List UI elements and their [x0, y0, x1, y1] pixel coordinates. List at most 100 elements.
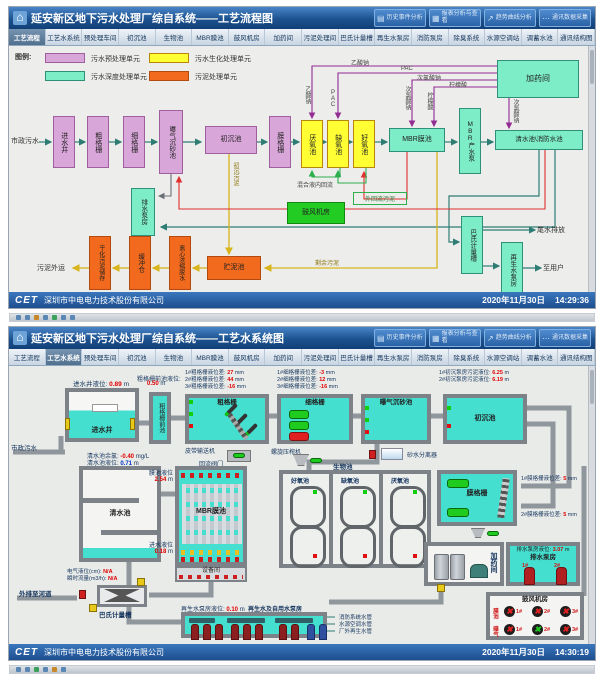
mbr-pump-box[interactable]: MBR产水泵 [459, 108, 481, 174]
tab-mbr[interactable]: MBR膜池 [192, 29, 229, 45]
home-icon[interactable]: ⌂ [13, 331, 27, 345]
screen-motor-icon[interactable] [447, 479, 469, 488]
coarse-screen-tank[interactable]: 粗格栅 [185, 394, 269, 444]
dosing-valve-icon[interactable] [437, 584, 445, 592]
anaerobic-box[interactable]: 厌氧池 [301, 120, 323, 168]
taskbar-icon[interactable] [70, 315, 75, 320]
inlet-well-box[interactable]: 进水井 [53, 116, 75, 168]
blower-room[interactable]: 鼓风机房 膜池 曝气 ✖1# ✖2# ✖3# ✖1# ✖2# ✖3# [486, 592, 584, 640]
return-valve-row[interactable] [181, 473, 243, 478]
coarse-screen-box[interactable]: 粗格栅 [87, 116, 109, 168]
blower-fan-icon[interactable]: ✖ [560, 624, 571, 635]
taskbar-icon[interactable] [52, 667, 57, 672]
screen-motor-icon[interactable] [289, 432, 309, 441]
selfuse-pump-icon[interactable] [319, 624, 327, 640]
tab-process-water[interactable]: 工艺水系统 [46, 29, 83, 45]
tab-process-flow[interactable]: 工艺流程 [9, 349, 46, 365]
clear-water-tank[interactable]: 清水池 [79, 466, 161, 562]
taskbar-icon[interactable] [16, 315, 21, 320]
anoxic-box[interactable]: 缺氧池 [327, 120, 349, 168]
fine-screen-box[interactable]: 细格栅 [123, 116, 145, 168]
tab-deodorize[interactable]: 除臭系统 [449, 349, 486, 365]
tab-hvac-station[interactable]: 水源空调站 [485, 29, 522, 45]
reclaim-pump-icon[interactable] [291, 624, 299, 640]
aerobic-box[interactable]: 好氧池 [353, 120, 375, 168]
chemical-tank-icon[interactable] [450, 554, 465, 580]
reclaim-pump-icon[interactable] [215, 624, 223, 640]
membrane-screen-tank[interactable]: 膜格栅 [437, 470, 517, 526]
tab-reclaim-pump[interactable]: 再生水泵房 [375, 29, 412, 45]
clear-tank-box[interactable]: 清水池\消防水池 [495, 130, 583, 150]
chemical-tank-icon[interactable] [434, 554, 449, 580]
comm-data-button[interactable]: ⋯通讯数据采集 [539, 9, 591, 27]
taskbar-icon[interactable] [25, 315, 30, 320]
taskbar-icon[interactable] [34, 315, 39, 320]
taskbar-icon[interactable] [16, 667, 21, 672]
sand-separator-icon[interactable] [381, 448, 403, 460]
primary-tank[interactable]: 初沉池 [443, 394, 527, 444]
reclaim-pump-icon[interactable] [231, 624, 239, 640]
tab-storage-pool[interactable]: 调蓄水池 [522, 29, 559, 45]
blower-fan-icon[interactable]: ✖ [504, 624, 515, 635]
fine-screen-tank[interactable]: 细格栅 [277, 394, 353, 444]
parshall-flume[interactable] [97, 585, 147, 607]
drain-pump-icon[interactable] [524, 567, 535, 585]
equipment-valve-row[interactable] [179, 575, 243, 579]
drain-valve-row[interactable] [181, 557, 243, 562]
equipment-room-box[interactable]: 设备间 [175, 566, 247, 582]
reclaim-pump-house[interactable] [181, 612, 327, 640]
reclaim-pump-icon[interactable] [255, 624, 263, 640]
tab-reclaim-pump[interactable]: 再生水泵房 [375, 349, 412, 365]
centrifuge-box[interactable]: 离心浓缩脱水 [169, 236, 191, 290]
tab-bio-tank[interactable]: 生物池 [156, 29, 193, 45]
taskbar-icon[interactable] [43, 667, 48, 672]
taskbar-icon[interactable] [43, 315, 48, 320]
trend-curve-button[interactable]: ↗趋势曲线分析 [484, 9, 536, 27]
tab-blower-room[interactable]: 鼓风机房 [229, 29, 266, 45]
sluice-gate[interactable] [92, 404, 118, 412]
buffer-silo-box[interactable]: 缓冲仓 [129, 236, 151, 290]
screen-motor-icon[interactable] [447, 508, 469, 517]
tab-primary-tank[interactable]: 初沉池 [119, 349, 156, 365]
tab-hvac-station[interactable]: 水源空调站 [485, 349, 522, 365]
inlet-gate-left[interactable] [65, 418, 70, 430]
inlet-gate-right[interactable] [130, 418, 135, 430]
press-motor-icon[interactable] [310, 458, 322, 463]
dosing-room-box[interactable]: 加药间 [497, 60, 579, 98]
primary-tank-box[interactable]: 初沉池 [205, 126, 257, 154]
scrollbar-thumb[interactable] [590, 370, 594, 404]
dry-storage-box[interactable]: 干化污泥储存 [89, 236, 111, 290]
scrollbar-thumb[interactable] [590, 50, 594, 84]
taskbar-icon[interactable] [61, 315, 66, 320]
tab-dosing-room[interactable]: 加药间 [265, 349, 302, 365]
permeate-valve-row[interactable] [181, 550, 243, 555]
flume-valve-icon[interactable] [89, 604, 97, 612]
taskbar-icon[interactable] [34, 667, 39, 672]
membrane-screen-box[interactable]: 膜格栅 [269, 116, 291, 168]
tab-pretreatment[interactable]: 预处理车间 [82, 349, 119, 365]
tab-blower-room[interactable]: 鼓风机房 [229, 349, 266, 365]
drain-pump-icon[interactable] [556, 567, 567, 585]
reclaim-pump-icon[interactable] [203, 624, 211, 640]
flume-valve-icon[interactable] [137, 578, 145, 586]
report-view-button[interactable]: ▦报表分析与查看 [429, 9, 481, 27]
dosing-pump-icon[interactable] [470, 564, 488, 578]
bio-tank[interactable]: 好氧池 缺氧池 厌氧池 [279, 470, 431, 568]
tab-parshall[interactable]: 巴氏计量槽 [339, 349, 376, 365]
report-view-button[interactable]: ▦报表分析与查看 [429, 329, 481, 347]
reclaim-pump-icon[interactable] [243, 624, 251, 640]
drain-pump-house[interactable]: 排水泵房液位: 3.07 m 排水泵房 1# 2# [506, 542, 580, 586]
tab-fire-pump[interactable]: 消防泵房 [412, 349, 449, 365]
mbr-box[interactable]: MBR膜池 [389, 128, 445, 152]
press-motor-icon[interactable] [487, 531, 499, 536]
tab-process-water[interactable]: 工艺水系统 [45, 349, 83, 365]
tab-bio-tank[interactable]: 生物池 [156, 349, 193, 365]
tab-sludge-room[interactable]: 污泥处理间 [302, 349, 339, 365]
comm-data-button[interactable]: ⋯通讯数据采集 [539, 329, 591, 347]
grit-tank-box[interactable]: 曝气沉砂池 [159, 110, 183, 174]
tab-sludge-room[interactable]: 污泥处理间 [302, 29, 339, 45]
tab-deodorize[interactable]: 除臭系统 [449, 29, 486, 45]
selfuse-pump-icon[interactable] [307, 624, 315, 640]
tab-parshall[interactable]: 巴氏计量槽 [339, 29, 376, 45]
tab-dosing-room[interactable]: 加药间 [265, 29, 302, 45]
